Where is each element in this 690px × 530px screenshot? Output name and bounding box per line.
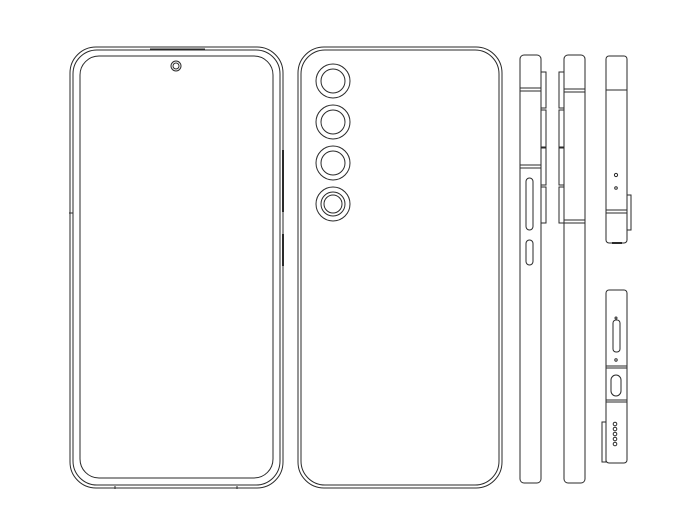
bottom-mic-hole <box>614 358 618 362</box>
bottom-view <box>601 289 628 464</box>
usb-c-port <box>610 374 622 397</box>
left-button-3 <box>558 147 565 186</box>
rear-camera-2 <box>315 104 351 140</box>
left-button-2 <box>558 109 565 148</box>
left-button-1 <box>558 71 565 109</box>
rear-camera-3 <box>315 145 351 181</box>
top-button-profile <box>626 194 632 231</box>
left-side-view <box>558 54 586 484</box>
sim-tray <box>612 319 621 353</box>
back-body-inner <box>300 49 500 486</box>
side-button-1 <box>540 71 547 109</box>
volume-slot <box>525 177 534 231</box>
front-view <box>69 46 284 489</box>
top-view <box>605 55 632 244</box>
front-screen <box>79 55 274 479</box>
side-button-3 <box>540 147 547 186</box>
power-slot <box>525 239 534 266</box>
front-camera-icon <box>170 60 182 72</box>
front-body-outline <box>69 46 284 489</box>
top-body <box>605 55 628 244</box>
speaker-grille <box>612 421 618 447</box>
bottom-button-profile <box>601 421 607 463</box>
left-side-body <box>563 54 586 484</box>
left-button-4 <box>558 186 565 224</box>
top-mic-hole <box>613 172 619 178</box>
back-body-outline <box>297 46 503 489</box>
rear-camera-4 <box>315 186 351 222</box>
right-side-view <box>519 54 547 484</box>
front-camera-lens <box>172 62 180 70</box>
rear-camera-1 <box>315 63 351 99</box>
bottom-body <box>605 289 628 464</box>
back-view <box>297 46 503 489</box>
sim-eject-hole <box>614 316 618 320</box>
side-button-2 <box>540 109 547 148</box>
right-side-body <box>519 54 542 484</box>
top-ir-hole <box>614 186 618 190</box>
side-button-4 <box>540 186 547 224</box>
front-body-bezel <box>72 49 281 486</box>
